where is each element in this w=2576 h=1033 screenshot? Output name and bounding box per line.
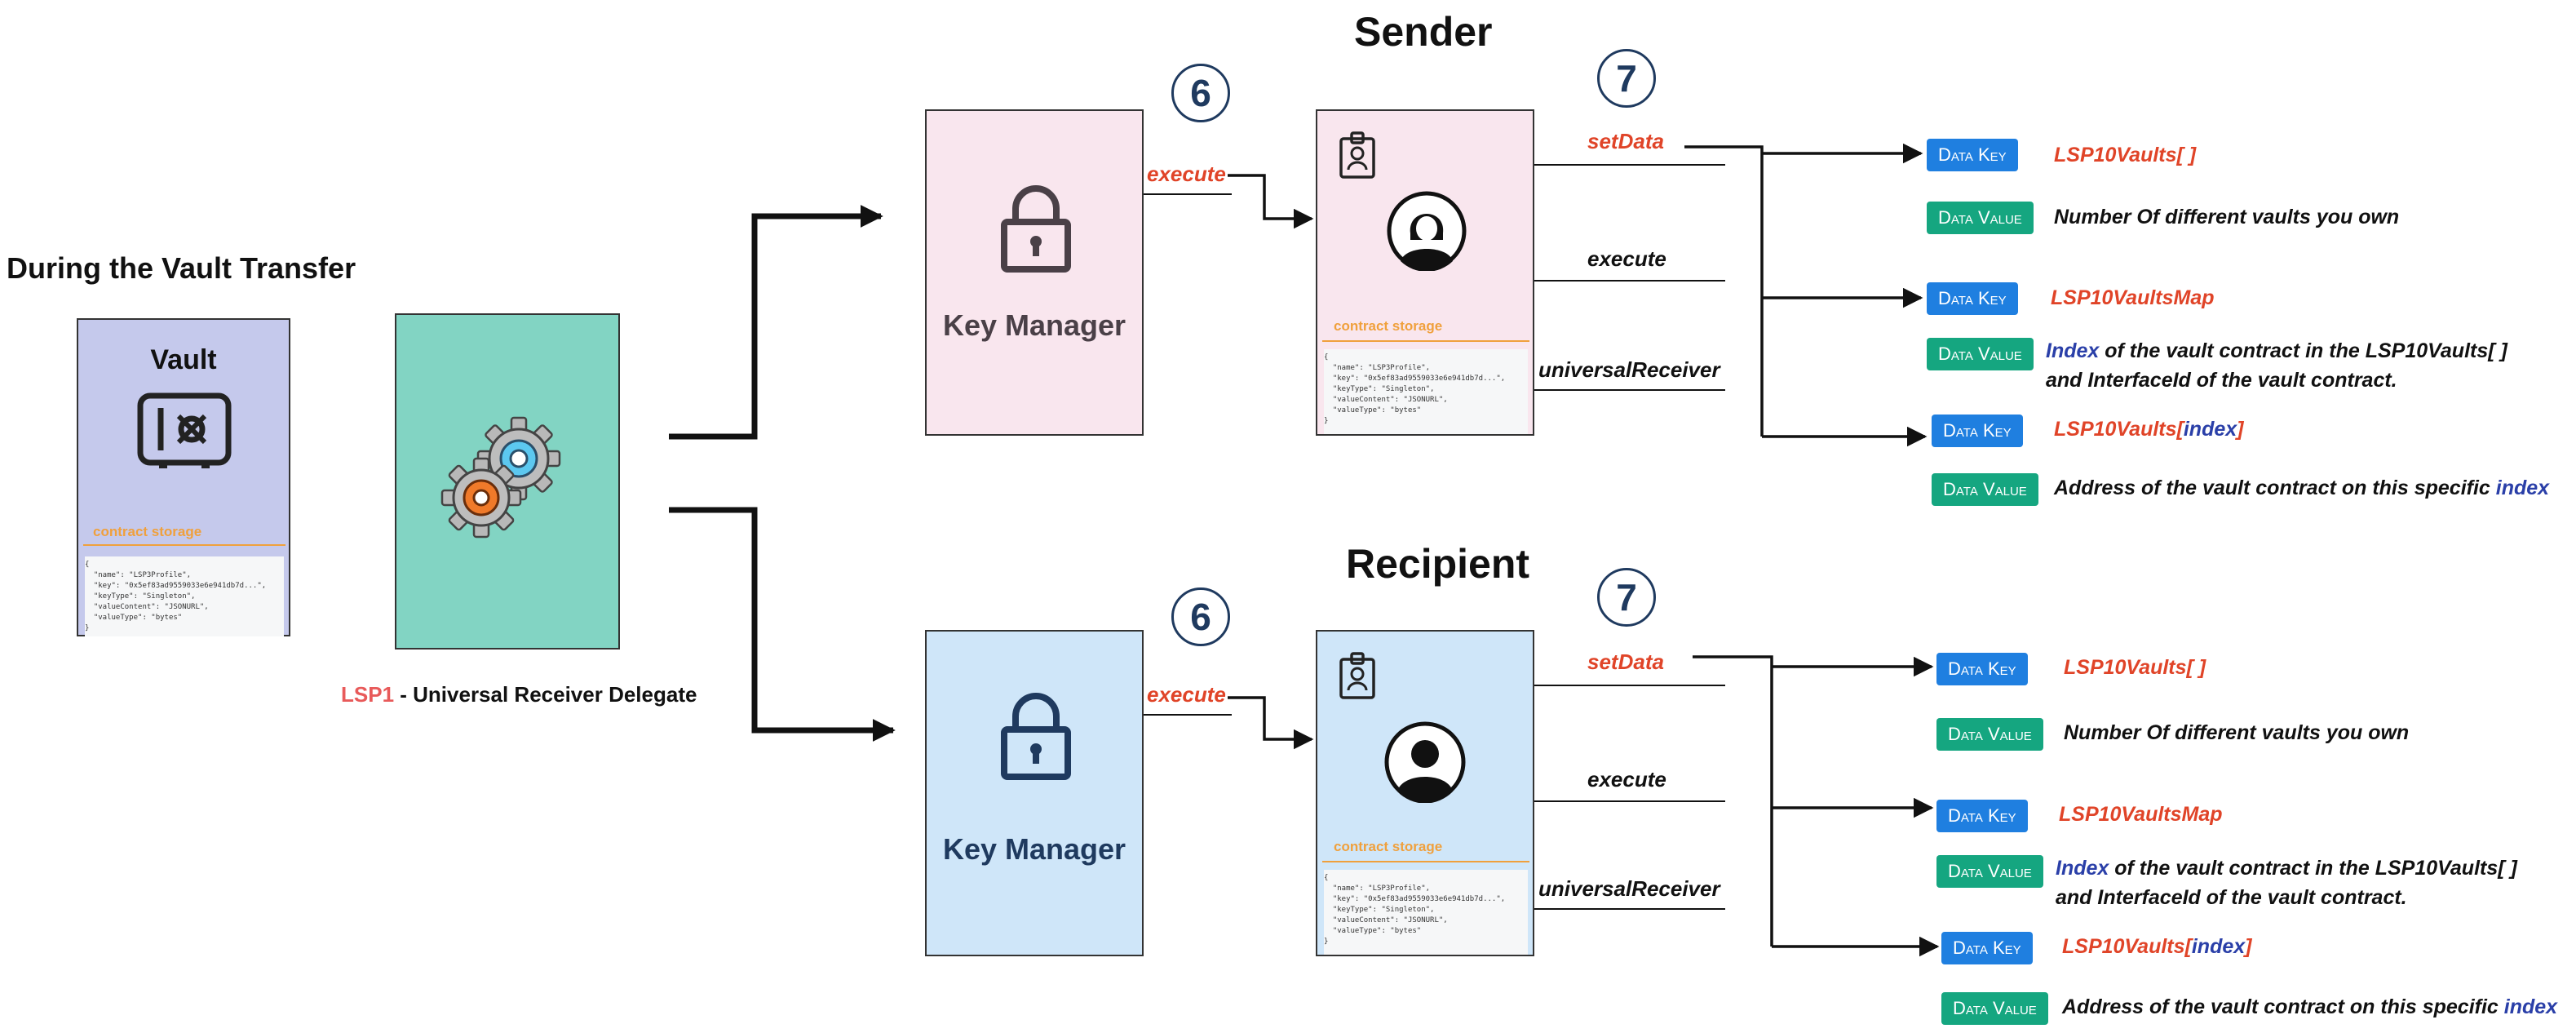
vault-title: Vault — [150, 344, 217, 375]
text-run: Index — [2056, 857, 2109, 880]
text-run: LSP10Vaults[ ] — [2064, 656, 2206, 679]
sender-key-manager-card: Key Manager — [925, 109, 1144, 436]
recipient-data-key-3: Data Key — [1941, 932, 2033, 964]
arrow-urd-to-sender — [669, 205, 883, 440]
sender-step-7: 7 — [1597, 49, 1656, 108]
sender-data-key-2: Data Key — [1927, 282, 2018, 315]
urd-caption: LSP1 - Universal Receiver Delegate — [341, 682, 697, 707]
sender-fn-setdata: setData — [1587, 129, 1664, 153]
id-badge-icon — [1339, 131, 1375, 179]
man-avatar-icon — [1384, 721, 1466, 803]
urd-caption-text: - Universal Receiver Delegate — [394, 682, 697, 707]
recipient-km-execute-label: execute — [1147, 682, 1226, 707]
sender-data-key-3-text: LSP10Vaults[index] — [2054, 415, 2243, 444]
recipient-data-key-3-text: LSP10Vaults[index] — [2062, 932, 2251, 961]
sender-data-value-2-text: Index of the vault contract in the LSP10… — [2046, 336, 2507, 366]
recipient-data-value-1: Data Value — [1936, 718, 2043, 751]
sender-data-value-2-line2: and InterfaceId of the vault contract. — [2046, 369, 2397, 392]
text-run: Address of the vault contract on this sp… — [2054, 477, 2496, 499]
text-run: LSP10VaultsMap — [2051, 286, 2215, 309]
padlock-icon — [1001, 693, 1071, 780]
text-run: LSP10Vaults[ — [2062, 935, 2192, 958]
recipient-km-to-profile-arrow — [1228, 696, 1314, 750]
recipient-data-value-3: Data Value — [1941, 992, 2048, 1025]
sender-step-6: 6 — [1171, 64, 1230, 122]
sender-km-execute-label: execute — [1147, 162, 1226, 186]
text-run: Index — [2046, 339, 2100, 362]
recipient-data-key-1: Data Key — [1936, 653, 2028, 685]
arrow-urd-to-recipient — [669, 507, 896, 742]
text-run: LSP10Vaults[ ] — [2054, 144, 2197, 166]
sender-km-to-profile-arrow — [1228, 174, 1314, 229]
sender-fn-execute: execute — [1587, 246, 1666, 271]
recipient-storage-label: contract storage — [1334, 839, 1443, 854]
padlock-icon — [1001, 185, 1071, 273]
sender-data-key-1: Data Key — [1927, 139, 2018, 171]
recipient-data-value-3-text: Address of the vault contract on this sp… — [2062, 992, 2557, 1022]
recipient-fn-setdata: setData — [1587, 650, 1664, 674]
text-run: index — [2191, 935, 2246, 958]
recipient-data-value-1-text: Number Of different vaults you own — [2064, 718, 2409, 747]
recipient-data-value-2-line2: and InterfaceId of the vault contract. — [2056, 886, 2407, 909]
sender-data-value-1: Data Value — [1927, 202, 2034, 234]
recipient-data-key-2-text: LSP10VaultsMap — [2059, 800, 2223, 829]
text-run: of the vault contract in the LSP10Vaults… — [2109, 857, 2517, 880]
text-run: LSP10VaultsMap — [2059, 803, 2223, 826]
recipient-fn-execute: execute — [1587, 767, 1666, 791]
urd-card — [395, 313, 620, 650]
sender-profile-card: contract storage { "name": "LSP3Profile"… — [1316, 109, 1534, 436]
text-run: LSP10Vaults[ — [2054, 418, 2184, 441]
safe-icon — [137, 392, 232, 468]
recipient-data-key-2: Data Key — [1936, 800, 2028, 832]
sender-data-key-2-text: LSP10VaultsMap — [2051, 283, 2215, 313]
text-run: index — [2183, 418, 2237, 441]
recipient-storage-code: { "name": "LSP3Profile", "key": "0x5ef83… — [1324, 870, 1528, 955]
recipient-step-7: 7 — [1597, 568, 1656, 627]
text-run: of the vault contract in the LSP10Vaults… — [2099, 339, 2507, 362]
text-run: index — [2495, 477, 2550, 499]
sender-data-key-3: Data Key — [1932, 415, 2023, 447]
recipient-key-manager-card: Key Manager — [925, 630, 1144, 956]
vault-storage-code: { "name": "LSP3Profile", "key": "0x5ef83… — [85, 556, 284, 636]
vault-storage-divider — [83, 544, 285, 546]
sender-storage-label: contract storage — [1334, 318, 1443, 334]
text-run: Number Of different vaults you own — [2064, 721, 2410, 744]
recipient-setdata-trunk — [1693, 655, 1773, 947]
recipient-data-value-2-text: Index of the vault contract in the LSP10… — [2056, 853, 2517, 883]
sender-title: Sender — [1354, 9, 1493, 55]
recipient-profile-card: contract storage { "name": "LSP3Profile"… — [1316, 630, 1534, 956]
recipient-title: Recipient — [1346, 541, 1530, 587]
recipient-fn-universal-receiver: universalReceiver — [1538, 876, 1720, 901]
sender-data-value-3: Data Value — [1932, 473, 2038, 506]
woman-avatar-icon — [1387, 191, 1467, 271]
vault-storage-label: contract storage — [93, 524, 202, 539]
sender-storage-code: { "name": "LSP3Profile", "key": "0x5ef83… — [1324, 349, 1528, 434]
recipient-storage-divider — [1322, 861, 1529, 862]
recipient-data-value-2: Data Value — [1936, 855, 2043, 888]
urd-caption-prefix: LSP1 — [341, 682, 395, 707]
sender-fn-universal-receiver: universalReceiver — [1538, 357, 1720, 382]
sender-data-value-1-text: Number Of different vaults you own — [2054, 202, 2399, 232]
gears-icon — [440, 416, 561, 539]
sender-data-key-1-text: LSP10Vaults[ ] — [2054, 140, 2196, 170]
text-run: ] — [2237, 418, 2244, 441]
text-run: index — [2503, 995, 2558, 1018]
sender-km-label: Key Manager — [942, 308, 1126, 342]
text-run: ] — [2245, 935, 2252, 958]
recipient-data-key-1-text: LSP10Vaults[ ] — [2064, 653, 2206, 682]
vault-card: Vault contract storage { "name": "LSP3Pr… — [77, 318, 290, 636]
vault-transfer-title: During the Vault Transfer — [7, 251, 356, 285]
sender-setdata-trunk — [1684, 145, 1764, 437]
sender-data-value-3-text: Address of the vault contract on this sp… — [2054, 473, 2549, 503]
id-badge-icon — [1339, 652, 1375, 699]
recipient-step-6: 6 — [1171, 587, 1230, 646]
sender-storage-divider — [1322, 340, 1529, 342]
text-run: Address of the vault contract on this sp… — [2062, 995, 2504, 1018]
recipient-km-label: Key Manager — [942, 832, 1126, 866]
sender-data-value-2: Data Value — [1927, 338, 2034, 370]
text-run: Number Of different vaults you own — [2054, 206, 2400, 228]
